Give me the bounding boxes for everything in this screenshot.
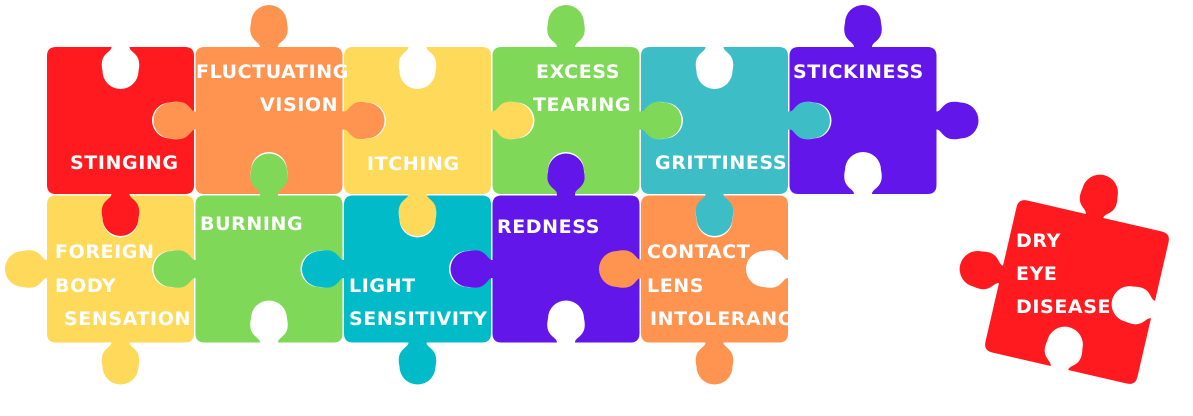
grittiness-label: GRITTINESS bbox=[655, 152, 787, 174]
puzzle-piece-stinging bbox=[47, 47, 194, 236]
stickiness-label-line: STICKINESS bbox=[793, 61, 924, 83]
puzzle-piece-burning bbox=[153, 153, 343, 343]
puzzle-piece-itching bbox=[344, 47, 533, 236]
dry-eye-disease-label-line: DISEASE bbox=[1016, 296, 1111, 318]
puzzle-piece-dry-eye-disease bbox=[959, 174, 1169, 384]
redness-shape bbox=[450, 153, 682, 343]
excess-tearing-label-line: EXCESS bbox=[536, 61, 620, 83]
puzzle-piece-redness bbox=[450, 153, 682, 343]
dry-eye-disease-shape bbox=[959, 174, 1169, 384]
foreign-body-sensation-shape bbox=[4, 195, 194, 385]
fluctuating-vision-label: FLUCTUATING VISION bbox=[196, 61, 349, 116]
itching-shape bbox=[344, 47, 533, 236]
stinging-label-line: STINGING bbox=[70, 152, 179, 174]
itching-label-line: ITCHING bbox=[367, 153, 460, 175]
puzzle-piece-grittiness bbox=[641, 47, 830, 236]
dry-eye-disease-label-line: DRY bbox=[1016, 230, 1061, 252]
excess-tearing-label-line: TEARING bbox=[533, 94, 631, 116]
light-sensitivity-label-line: SENSITIVITY bbox=[349, 308, 487, 330]
fluctuating-vision-label-line: VISION bbox=[260, 94, 338, 116]
stickiness-shape bbox=[789, 4, 979, 194]
contact-lens-intolerance-label-line: INTOLERANCE bbox=[650, 308, 806, 330]
puzzle-piece-foreign-body-sensation bbox=[4, 195, 194, 385]
puzzle-piece-fluctuating-vision bbox=[153, 4, 385, 194]
puzzle-labels: STINGING FLUCTUATING VISION ITCHING EXCESS TE… bbox=[55, 61, 1111, 330]
fluctuating-vision-shape bbox=[153, 4, 385, 194]
burning-label-line: BURNING bbox=[200, 213, 303, 235]
stinging-label: STINGING bbox=[70, 152, 179, 174]
light-sensitivity-label-line: LIGHT bbox=[349, 275, 416, 297]
redness-label: REDNESS bbox=[497, 216, 600, 238]
stinging-shape bbox=[47, 47, 194, 236]
light-sensitivity-shape bbox=[302, 195, 491, 385]
contact-lens-intolerance-label-line: LENS bbox=[647, 275, 704, 297]
fluctuating-vision-label-line: FLUCTUATING bbox=[196, 61, 349, 83]
burning-shape bbox=[153, 153, 343, 343]
puzzle-piece-stickiness bbox=[789, 4, 979, 194]
puzzle-piece-excess-tearing bbox=[492, 4, 682, 194]
foreign-body-sensation-label-line: SENSATION bbox=[64, 308, 191, 330]
burning-label: BURNING bbox=[200, 213, 303, 235]
contact-lens-intolerance-label-line: CONTACT bbox=[647, 241, 750, 263]
grittiness-label-line: GRITTINESS bbox=[655, 152, 787, 174]
puzzle-piece-light-sensitivity bbox=[302, 195, 491, 385]
contact-lens-intolerance-label: CONTACT LENS INTOLERANCE bbox=[647, 241, 806, 330]
dry-eye-disease-label: DRY EYE DISEASE bbox=[1016, 230, 1111, 318]
foreign-body-sensation-label-line: BODY bbox=[55, 275, 116, 297]
excess-tearing-shape bbox=[492, 4, 682, 194]
foreign-body-sensation-label-line: FOREIGN bbox=[55, 241, 155, 263]
light-sensitivity-label: LIGHT SENSITIVITY bbox=[349, 275, 487, 330]
redness-label-line: REDNESS bbox=[497, 216, 600, 238]
dry-eye-disease-label-line: EYE bbox=[1016, 263, 1058, 285]
itching-label: ITCHING bbox=[367, 153, 460, 175]
stickiness-label: STICKINESS bbox=[793, 61, 924, 83]
contact-lens-intolerance-shape bbox=[599, 195, 788, 385]
puzzle-pieces bbox=[4, 4, 1169, 385]
grittiness-shape bbox=[641, 47, 830, 236]
excess-tearing-label: EXCESS TEARING bbox=[533, 61, 631, 116]
foreign-body-sensation-label: FOREIGN BODY SENSATION bbox=[55, 241, 191, 330]
puzzle-piece-contact-lens-intolerance bbox=[599, 195, 788, 385]
